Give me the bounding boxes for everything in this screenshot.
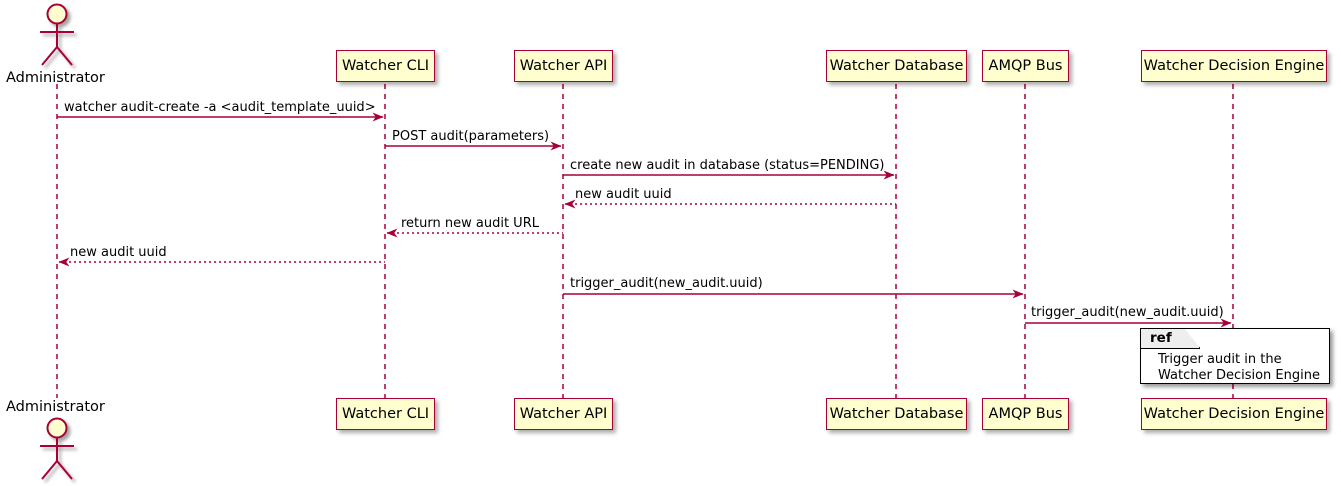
message-label-1: watcher audit-create -a <audit_template_… <box>64 100 376 115</box>
participant-box-watcher-api-top[interactable]: Watcher API <box>514 50 613 82</box>
participant-label-watcher-database-bottom: Watcher Database <box>829 405 964 422</box>
participant-box-watcher-database-top[interactable]: Watcher Database <box>826 50 967 82</box>
participant-box-watcher-decision-engine-top[interactable]: Watcher Decision Engine <box>1141 50 1327 82</box>
message-label-4: new audit uuid <box>575 187 672 202</box>
participant-box-amqp-bus-bottom[interactable]: AMQP Bus <box>982 398 1069 430</box>
participant-label-watcher-api-top: Watcher API <box>519 57 608 74</box>
actor-administrator-bottom <box>40 417 74 480</box>
participant-label-watcher-database-top: Watcher Database <box>829 57 964 74</box>
participant-box-amqp-bus-top[interactable]: AMQP Bus <box>982 50 1069 82</box>
participant-box-watcher-database-bottom[interactable]: Watcher Database <box>826 398 967 430</box>
message-arrows <box>57 112 1232 328</box>
message-label-5: return new audit URL <box>401 216 539 231</box>
ref-fragment-text: Trigger audit in the Watcher Decision En… <box>1158 352 1320 383</box>
participant-box-watcher-api-bottom[interactable]: Watcher API <box>514 398 613 430</box>
participant-label-watcher-api-bottom: Watcher API <box>519 405 608 422</box>
participant-box-watcher-cli-top[interactable]: Watcher CLI <box>336 50 435 82</box>
participant-box-watcher-decision-engine-bottom[interactable]: Watcher Decision Engine <box>1141 398 1327 430</box>
actor-label-administrator-top: Administrator <box>6 70 105 86</box>
message-label-7: trigger_audit(new_audit.uuid) <box>570 276 763 291</box>
ref-fragment-keyword: ref <box>1150 330 1172 346</box>
message-label-8: trigger_audit(new_audit.uuid) <box>1031 305 1224 320</box>
message-label-3: create new audit in database (status=PEN… <box>570 158 885 173</box>
actor-administrator-top <box>40 3 74 66</box>
participant-label-amqp-bus-top: AMQP Bus <box>988 57 1063 74</box>
participant-label-watcher-cli-bottom: Watcher CLI <box>341 405 430 422</box>
participant-label-watcher-cli-top: Watcher CLI <box>341 57 430 74</box>
participant-label-amqp-bus-bottom: AMQP Bus <box>988 405 1063 422</box>
participant-box-watcher-cli-bottom[interactable]: Watcher CLI <box>336 398 435 430</box>
message-label-2: POST audit(parameters) <box>392 129 550 144</box>
participant-label-watcher-decision-engine-bottom: Watcher Decision Engine <box>1143 405 1325 422</box>
participant-label-watcher-decision-engine-top: Watcher Decision Engine <box>1143 57 1325 74</box>
ref-fragment: ref Trigger audit in the Watcher Decisio… <box>1140 328 1330 384</box>
message-label-6: new audit uuid <box>70 245 167 260</box>
actor-label-administrator-bottom: Administrator <box>6 399 105 415</box>
lifelines <box>56 84 1234 398</box>
